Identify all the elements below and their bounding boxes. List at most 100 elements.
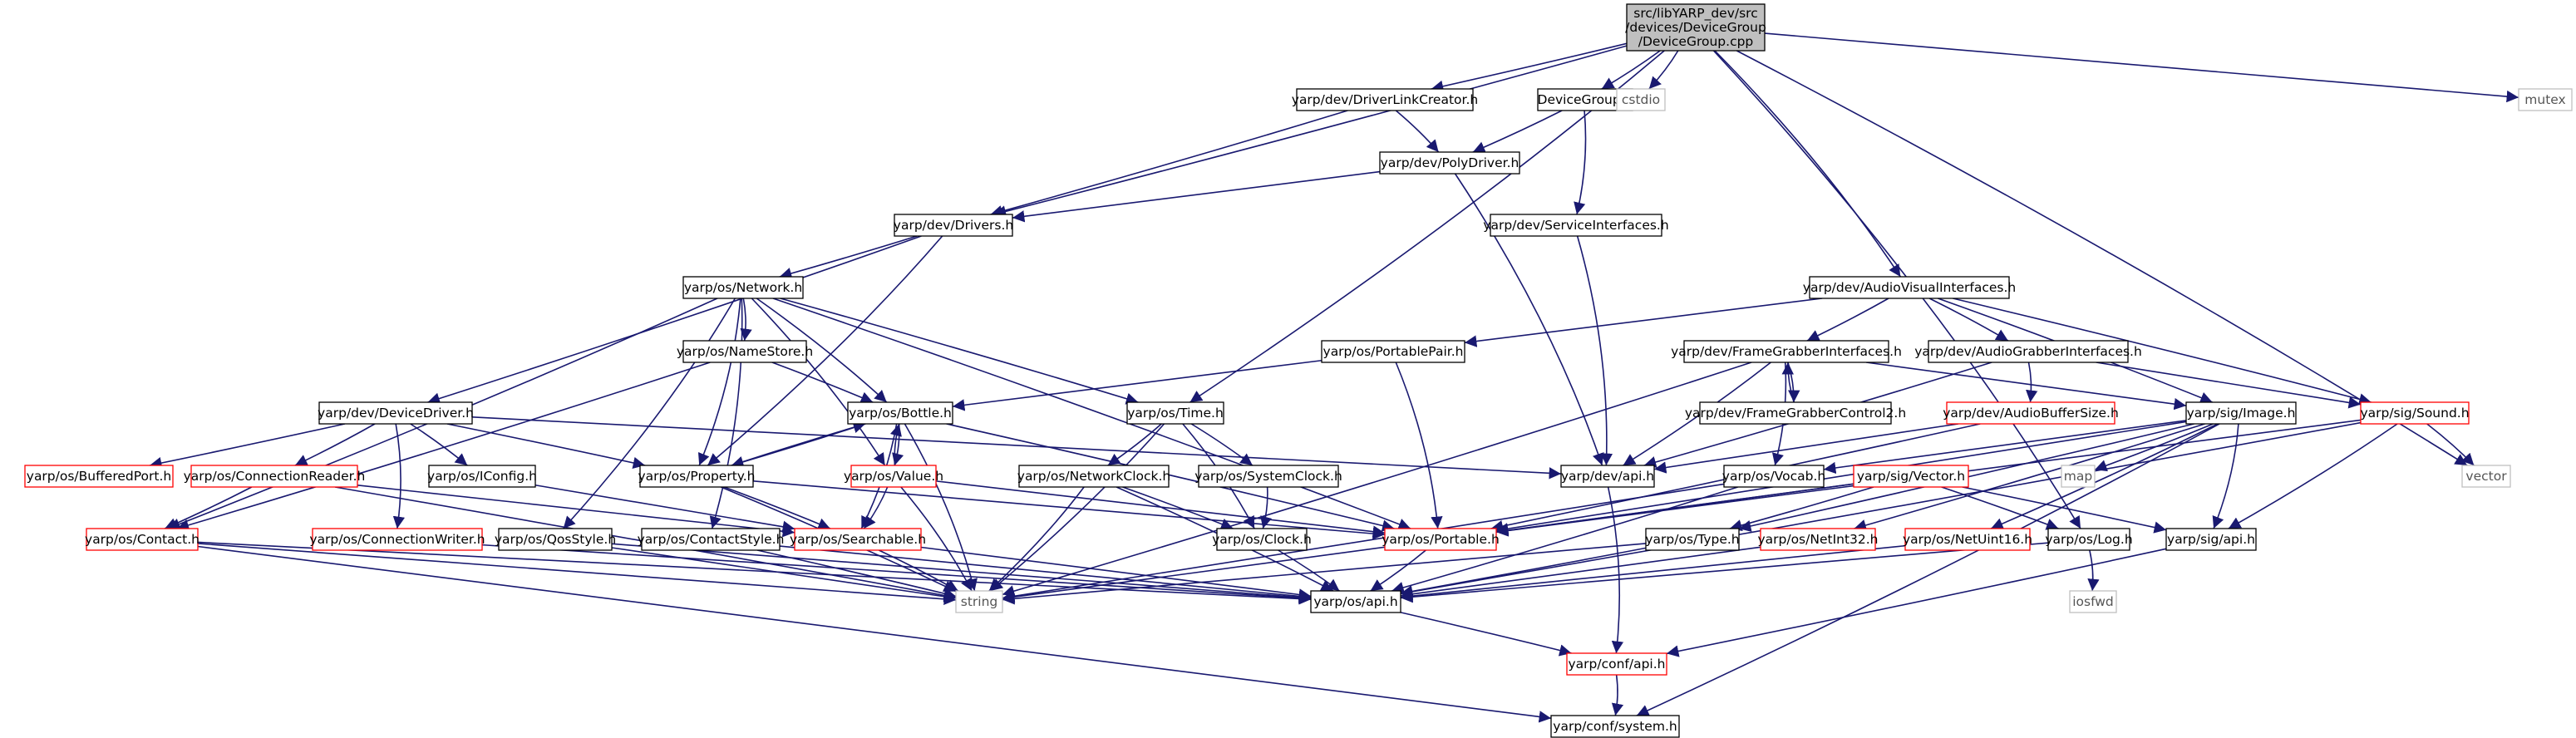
edge-bottle-to-string [904,423,978,592]
dependency-edges [149,32,2519,723]
node-label-image: yarp/sig/Image.h [2187,406,2296,421]
node-box-connectionwriter [312,528,483,551]
node-cstdio: cstdio [1616,88,1666,111]
node-connectionwriter[interactable]: yarp/os/ConnectionWriter.h [309,528,485,551]
node-confapi[interactable]: yarp/conf/api.h [1566,652,1667,676]
node-root[interactable]: src/libYARP_dev/src/devices/DeviceGroup/… [1625,3,1766,52]
node-audiograbber[interactable]: yarp/dev/AudioGrabberInterfaces.h [1914,340,2142,363]
node-bufferedport[interactable]: yarp/os/BufferedPort.h [24,465,174,488]
node-polydriver[interactable]: yarp/dev/PolyDriver.h [1379,151,1520,175]
edge-audiovisual-to-sound [1953,298,2372,406]
edge-network-to-value [751,298,886,466]
edge-network-to-namestore [740,298,752,342]
node-type[interactable]: yarp/os/Type.h [1645,528,1740,551]
node-box-contact [86,528,199,551]
node-label-devapi: yarp/dev/api.h [1561,469,1654,484]
node-vocab[interactable]: yarp/os/Vocab.h [1722,465,1825,488]
node-iconfig[interactable]: yarp/os/IConfig.h [427,465,537,488]
edge-root-to-audiovisual [1714,50,1901,278]
node-iosfwd: iosfwd [2069,590,2117,613]
node-property[interactable]: yarp/os/Property.h [638,465,756,488]
node-log[interactable]: yarp/os/Log.h [2045,528,2133,551]
node-systemclock[interactable]: yarp/os/SystemClock.h [1194,465,1342,488]
edge-contact-to-string [197,543,957,606]
node-driverlinkcreator[interactable]: yarp/dev/DriverLinkCreator.h [1292,88,1478,111]
node-time[interactable]: yarp/os/Time.h [1126,401,1224,425]
node-label-searchable: yarp/os/Searchable.h [790,532,926,547]
node-connectionreader[interactable]: yarp/os/ConnectionReader.h [184,465,366,488]
node-label-framegrabber: yarp/dev/FrameGrabberInterfaces.h [1671,344,1902,359]
node-image[interactable]: yarp/sig/Image.h [2185,401,2297,425]
node-label-mutex: mutex [2524,92,2565,107]
node-bottle[interactable]: yarp/os/Bottle.h [847,401,953,425]
node-audiobuffersize[interactable]: yarp/dev/AudioBufferSize.h [1943,401,2119,425]
node-box-sigapi [2165,528,2257,551]
node-framegrabbercontrol2[interactable]: yarp/dev/FrameGrabberControl2.h [1685,401,1906,425]
node-contact[interactable]: yarp/os/Contact.h [85,528,199,551]
edge-sigvector-to-log [1941,486,2059,530]
edge-log-to-osapi [1400,542,2049,603]
edge-portable-to-osapi [1370,549,1426,592]
node-box-clock [1216,528,1308,551]
node-serviceinterfaces[interactable]: yarp/dev/ServiceInterfaces.h [1483,214,1669,237]
node-netint32[interactable]: yarp/os/NetInt32.h [1757,528,1879,551]
edge-devicedriver-to-property [446,423,646,469]
node-box-vector [2461,465,2511,488]
edge-polydriver-to-drivers [1012,170,1381,223]
node-label-confapi: yarp/conf/api.h [1568,657,1665,672]
node-label-sound: yarp/sig/Sound.h [2360,406,2469,421]
edge-osapi-to-confapi [1400,612,1572,657]
node-searchable[interactable]: yarp/os/Searchable.h [790,528,926,551]
node-label-confsystem: yarp/conf/system.h [1553,719,1677,734]
node-netuint16[interactable]: yarp/os/NetUint16.h [1903,528,2032,551]
node-networkclock[interactable]: yarp/os/NetworkClock.h [1017,465,1170,488]
node-box-portable [1384,528,1497,551]
node-devapi[interactable]: yarp/dev/api.h [1560,465,1655,488]
node-label-portablepair: yarp/os/PortablePair.h [1323,344,1464,359]
node-devicedriver[interactable]: yarp/dev/DeviceDriver.h [318,401,474,425]
edge-netuint16-to-osapi [1400,544,1906,603]
node-label-iosfwd: iosfwd [2072,594,2114,609]
node-drivers[interactable]: yarp/dev/Drivers.h [894,214,1013,237]
node-sigapi[interactable]: yarp/sig/api.h [2165,528,2257,551]
node-contactstyle[interactable]: yarp/os/ContactStyle.h [638,528,785,551]
edge-sound-to-sigapi [2228,423,2398,529]
node-box-framegrabbercontrol2 [1699,401,1892,425]
node-box-sigvector [1853,465,1969,488]
node-qosstyle[interactable]: yarp/os/QosStyle.h [495,528,616,551]
node-label-root: /devices/DeviceGroup [1625,20,1766,35]
node-vector: vector [2461,465,2511,488]
node-label-bottle: yarp/os/Bottle.h [849,406,952,421]
node-portablepair[interactable]: yarp/os/PortablePair.h [1321,340,1465,363]
node-namestore[interactable]: yarp/os/NameStore.h [677,340,813,363]
node-clock[interactable]: yarp/os/Clock.h [1212,528,1312,551]
edge-value-to-string [900,486,973,592]
node-box-log [2047,528,2130,551]
node-confsystem[interactable]: yarp/conf/system.h [1550,715,1680,738]
node-box-namestore [682,340,807,363]
edge-confapi-to-confsystem [1611,674,1624,716]
node-value[interactable]: yarp/os/Value.h [844,465,943,488]
node-framegrabber[interactable]: yarp/dev/FrameGrabberInterfaces.h [1671,340,1902,363]
edge-value-to-portable [935,480,1386,538]
node-audiovisual[interactable]: yarp/dev/AudioVisualInterfaces.h [1803,276,2016,299]
node-sound[interactable]: yarp/sig/Sound.h [2360,401,2470,425]
node-label-networkclock: yarp/os/NetworkClock.h [1017,469,1170,484]
edge-sound-to-osapi [1400,421,2362,598]
node-portable[interactable]: yarp/os/Portable.h [1382,528,1500,551]
node-box-type [1645,528,1740,551]
edge-network-to-time [780,298,1139,405]
node-sigvector[interactable]: yarp/sig/Vector.h [1853,465,1969,488]
edge-image-to-sigapi [2212,423,2239,529]
node-network[interactable]: yarp/os/Network.h [682,276,804,299]
node-map: map [2061,465,2096,488]
edge-portablepair-to-bottle [952,359,1322,411]
node-osapi[interactable]: yarp/os/api.h [1310,590,1401,613]
edge-network-to-bottle [756,298,888,403]
node-box-audiograbber [1928,340,2129,363]
node-label-root: /DeviceGroup.cpp [1638,34,1754,49]
edge-framegrabbercontrol2-to-framegrabber [1781,362,1795,403]
node-box-iosfwd [2069,590,2117,613]
node-box-confsystem [1550,715,1680,738]
